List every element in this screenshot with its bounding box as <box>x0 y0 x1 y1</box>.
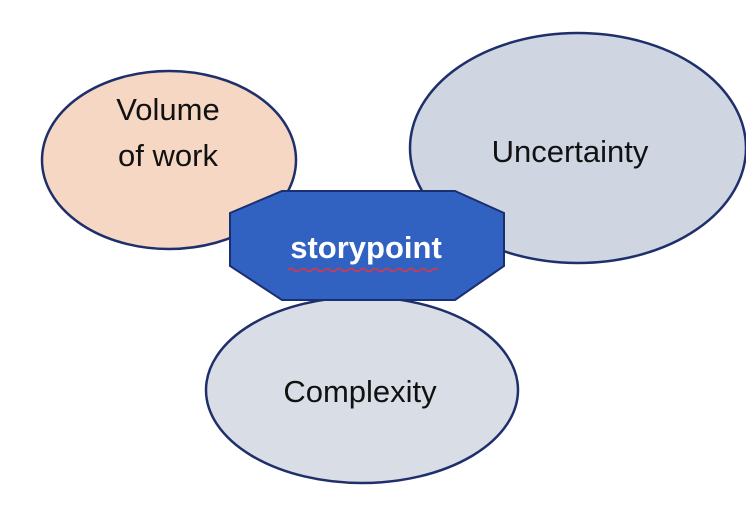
spellcheck-underline <box>287 267 439 273</box>
storypoint-label: storypoint <box>290 230 442 265</box>
complexity-label: Complexity <box>283 374 437 409</box>
uncertainty-bubble <box>408 31 746 265</box>
volume-label-line2: of work <box>118 138 218 173</box>
uncertainty-label: Uncertainty <box>492 134 649 169</box>
storypoint-octagon <box>229 190 505 301</box>
volume-of-work-bubble <box>40 69 298 251</box>
volume-label-line1: Volume <box>116 92 219 127</box>
